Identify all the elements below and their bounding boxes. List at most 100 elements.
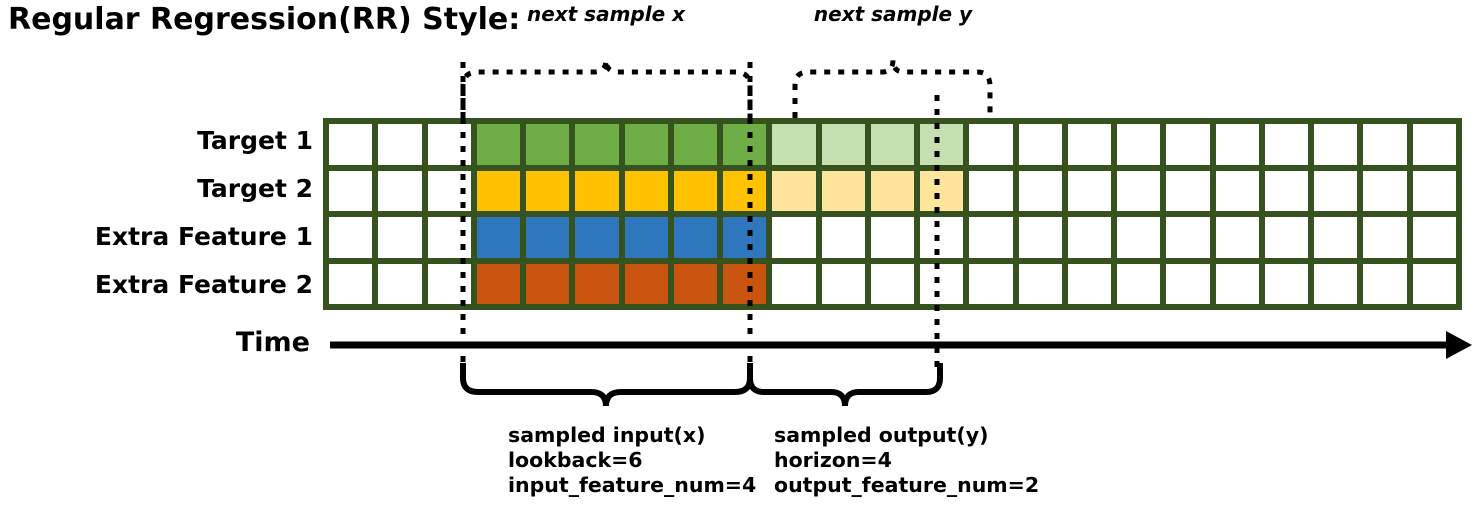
grid-cell-empty bbox=[1412, 170, 1456, 211]
grid-cell-input bbox=[526, 217, 570, 258]
grid-cell-input bbox=[723, 170, 767, 211]
time-axis-arrow bbox=[330, 331, 1472, 359]
caption-input-line-1: sampled input(x) bbox=[508, 423, 706, 447]
row-label-extra-feature-1: Extra Feature 1 bbox=[94, 222, 313, 251]
grid-cell-empty bbox=[378, 263, 422, 304]
row-label-extra-feature-2: Extra Feature 2 bbox=[94, 270, 313, 299]
grid-cell-empty bbox=[329, 124, 373, 165]
caption-output-line-2: horizon=4 bbox=[774, 448, 892, 472]
grid-cell-empty bbox=[1215, 124, 1259, 165]
grid-cell-output bbox=[920, 124, 964, 165]
grid-cell-empty bbox=[1018, 124, 1062, 165]
grid-cell-output bbox=[772, 124, 816, 165]
grid-cell-empty bbox=[920, 263, 964, 304]
grid-cell-empty bbox=[1215, 217, 1259, 258]
grid-cell-empty bbox=[821, 217, 865, 258]
grid-cell-empty bbox=[870, 217, 915, 258]
grid-cell-output bbox=[772, 170, 816, 211]
grid-cell-empty bbox=[1117, 170, 1161, 211]
caption-sampled-output: sampled output(y) horizon=4 output_featu… bbox=[774, 423, 1039, 498]
grid-cell-empty bbox=[1412, 263, 1456, 304]
time-axis-label: Time bbox=[235, 327, 310, 358]
grid-cell-input bbox=[624, 124, 668, 165]
grid-cell-empty bbox=[427, 124, 471, 165]
brace-next-sample-x bbox=[460, 59, 753, 118]
grid-cell-input bbox=[526, 124, 570, 165]
grid-cell-empty bbox=[1166, 170, 1210, 211]
grid-cell-empty bbox=[1215, 170, 1259, 211]
grid-cell-input bbox=[624, 263, 668, 304]
grid-cell-empty bbox=[1166, 217, 1210, 258]
grid-cell-empty bbox=[378, 124, 422, 165]
grid-cell-empty bbox=[1117, 124, 1161, 165]
page-title: Regular Regression(RR) Style: bbox=[8, 2, 521, 37]
grid-cell-empty bbox=[1067, 170, 1112, 211]
brace-next-sample-y bbox=[792, 59, 993, 118]
grid-cell-output bbox=[870, 170, 915, 211]
row-label-target-1: Target 1 bbox=[197, 126, 313, 155]
grid-cell-input bbox=[575, 124, 619, 165]
grid-cell-empty bbox=[427, 217, 471, 258]
grid-cell-empty bbox=[969, 217, 1013, 258]
grid-cell-empty bbox=[1363, 170, 1407, 211]
grid-cell-empty bbox=[969, 263, 1013, 304]
grid-cell-input bbox=[476, 217, 521, 258]
grid-cell-empty bbox=[1314, 263, 1358, 304]
row-label-column: Target 1 Target 2 Extra Feature 1 Extra … bbox=[0, 0, 313, 516]
grid-cell-input bbox=[575, 263, 619, 304]
caption-input-line-3: input_feature_num=4 bbox=[508, 473, 757, 497]
grid-cell-empty bbox=[969, 170, 1013, 211]
brace-sampled-input bbox=[460, 363, 753, 407]
grid-cell-empty bbox=[1166, 124, 1210, 165]
grid-cell-input bbox=[526, 170, 570, 211]
grid-cell-empty bbox=[1117, 263, 1161, 304]
grid-cell-empty bbox=[1412, 217, 1456, 258]
grid-cell-input bbox=[575, 170, 619, 211]
grid-cell-empty bbox=[427, 263, 471, 304]
grid-cell-output bbox=[920, 170, 964, 211]
grid-cell-empty bbox=[1363, 263, 1407, 304]
annotation-next-sample-y: next sample y bbox=[813, 2, 973, 26]
caption-output-line-3: output_feature_num=2 bbox=[774, 473, 1040, 497]
grid-cell-empty bbox=[1264, 124, 1309, 165]
annotation-next-sample-x: next sample x bbox=[526, 2, 686, 26]
grid-cell-empty bbox=[1215, 263, 1259, 304]
grid-cell-empty bbox=[1067, 217, 1112, 258]
grid-cell-input bbox=[723, 263, 767, 304]
grid-cell-empty bbox=[1314, 170, 1358, 211]
timeseries-grid bbox=[323, 118, 1462, 310]
grid-cell-input bbox=[624, 217, 668, 258]
grid-cell-output bbox=[821, 170, 865, 211]
grid-cell-input bbox=[476, 124, 521, 165]
grid-cell-empty bbox=[329, 217, 373, 258]
grid-cell-input bbox=[723, 217, 767, 258]
grid-cell-input bbox=[624, 170, 668, 211]
caption-output-line-1: sampled output(y) bbox=[774, 423, 989, 447]
grid-cell-output bbox=[821, 124, 865, 165]
grid-cell-empty bbox=[378, 217, 422, 258]
grid-cell-empty bbox=[969, 124, 1013, 165]
grid-cell-empty bbox=[772, 217, 816, 258]
grid-cell-input bbox=[723, 124, 767, 165]
grid-cell-empty bbox=[821, 263, 865, 304]
grid-cell-empty bbox=[870, 263, 915, 304]
grid-cell-empty bbox=[1264, 263, 1309, 304]
grid-cell-input bbox=[526, 263, 570, 304]
grid-cell-input bbox=[476, 170, 521, 211]
grid-cell-empty bbox=[1314, 217, 1358, 258]
grid-cell-empty bbox=[1067, 263, 1112, 304]
grid-cell-empty bbox=[329, 263, 373, 304]
row-label-target-2: Target 2 bbox=[197, 174, 313, 203]
grid-cell-empty bbox=[772, 263, 816, 304]
grid-cell-empty bbox=[329, 170, 373, 211]
grid-cell-input bbox=[673, 263, 718, 304]
grid-cell-empty bbox=[1117, 217, 1161, 258]
grid-cell-output bbox=[870, 124, 915, 165]
grid-cell-input bbox=[476, 263, 521, 304]
grid-cell-empty bbox=[1363, 124, 1407, 165]
caption-input-line-2: lookback=6 bbox=[508, 448, 643, 472]
brace-sampled-output bbox=[747, 363, 943, 407]
grid-cell-empty bbox=[1314, 124, 1358, 165]
